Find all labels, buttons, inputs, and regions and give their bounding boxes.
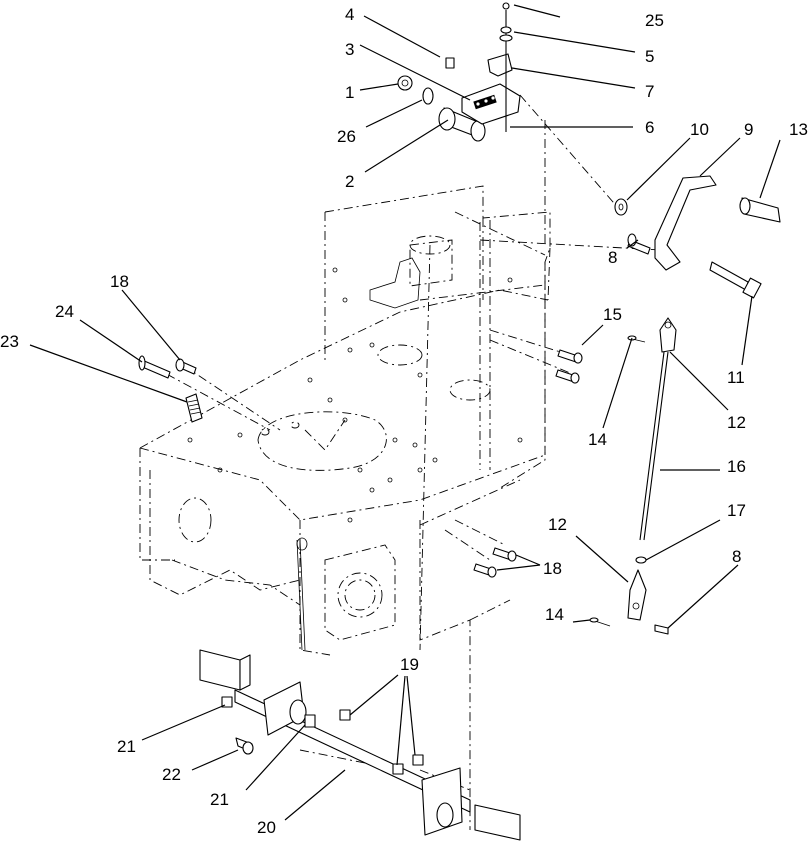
fasteners: [138, 349, 583, 578]
callout-8-upper: 8: [608, 248, 617, 267]
callout-labels: 1 2 3 4 5 6 7 8 8 9 10 11 12 12 13 14 14…: [0, 5, 808, 837]
callout-16: 16: [727, 457, 746, 476]
pivot-bracket-assembly: [397, 2, 628, 216]
callout-14-lower: 14: [545, 605, 564, 624]
callout-20: 20: [257, 818, 276, 837]
handle-assembly: [627, 175, 781, 299]
callout-12-upper: 12: [727, 413, 746, 432]
leader-lines: [29, 4, 781, 821]
callout-5: 5: [645, 47, 654, 66]
callout-7: 7: [645, 82, 654, 101]
callout-26: 26: [337, 127, 356, 146]
callout-13: 13: [789, 120, 808, 139]
callout-2: 2: [345, 172, 354, 191]
callout-9: 9: [744, 120, 753, 139]
callout-3: 3: [345, 40, 354, 59]
callout-17: 17: [727, 501, 746, 520]
callout-15: 15: [603, 305, 622, 324]
callout-19: 19: [400, 655, 419, 674]
lower-shaft-assembly: [199, 649, 521, 841]
callout-12-lower: 12: [548, 515, 567, 534]
callout-6: 6: [645, 118, 654, 137]
callout-18-lower: 18: [543, 559, 562, 578]
callout-24: 24: [55, 302, 74, 321]
callout-23: 23: [0, 332, 19, 351]
callout-21-right: 21: [210, 790, 229, 809]
callout-14-upper: 14: [588, 430, 607, 449]
callout-22: 22: [162, 765, 181, 784]
frame-assembly: [139, 94, 661, 830]
callout-4: 4: [345, 5, 354, 24]
callout-10: 10: [690, 120, 709, 139]
linkage-rod-assembly: [589, 317, 677, 635]
callout-18-upper: 18: [110, 272, 129, 291]
callout-25: 25: [645, 11, 664, 30]
callout-21-left: 21: [117, 737, 136, 756]
callout-8-lower: 8: [732, 547, 741, 566]
callout-1: 1: [345, 83, 354, 102]
callout-11: 11: [727, 368, 745, 387]
